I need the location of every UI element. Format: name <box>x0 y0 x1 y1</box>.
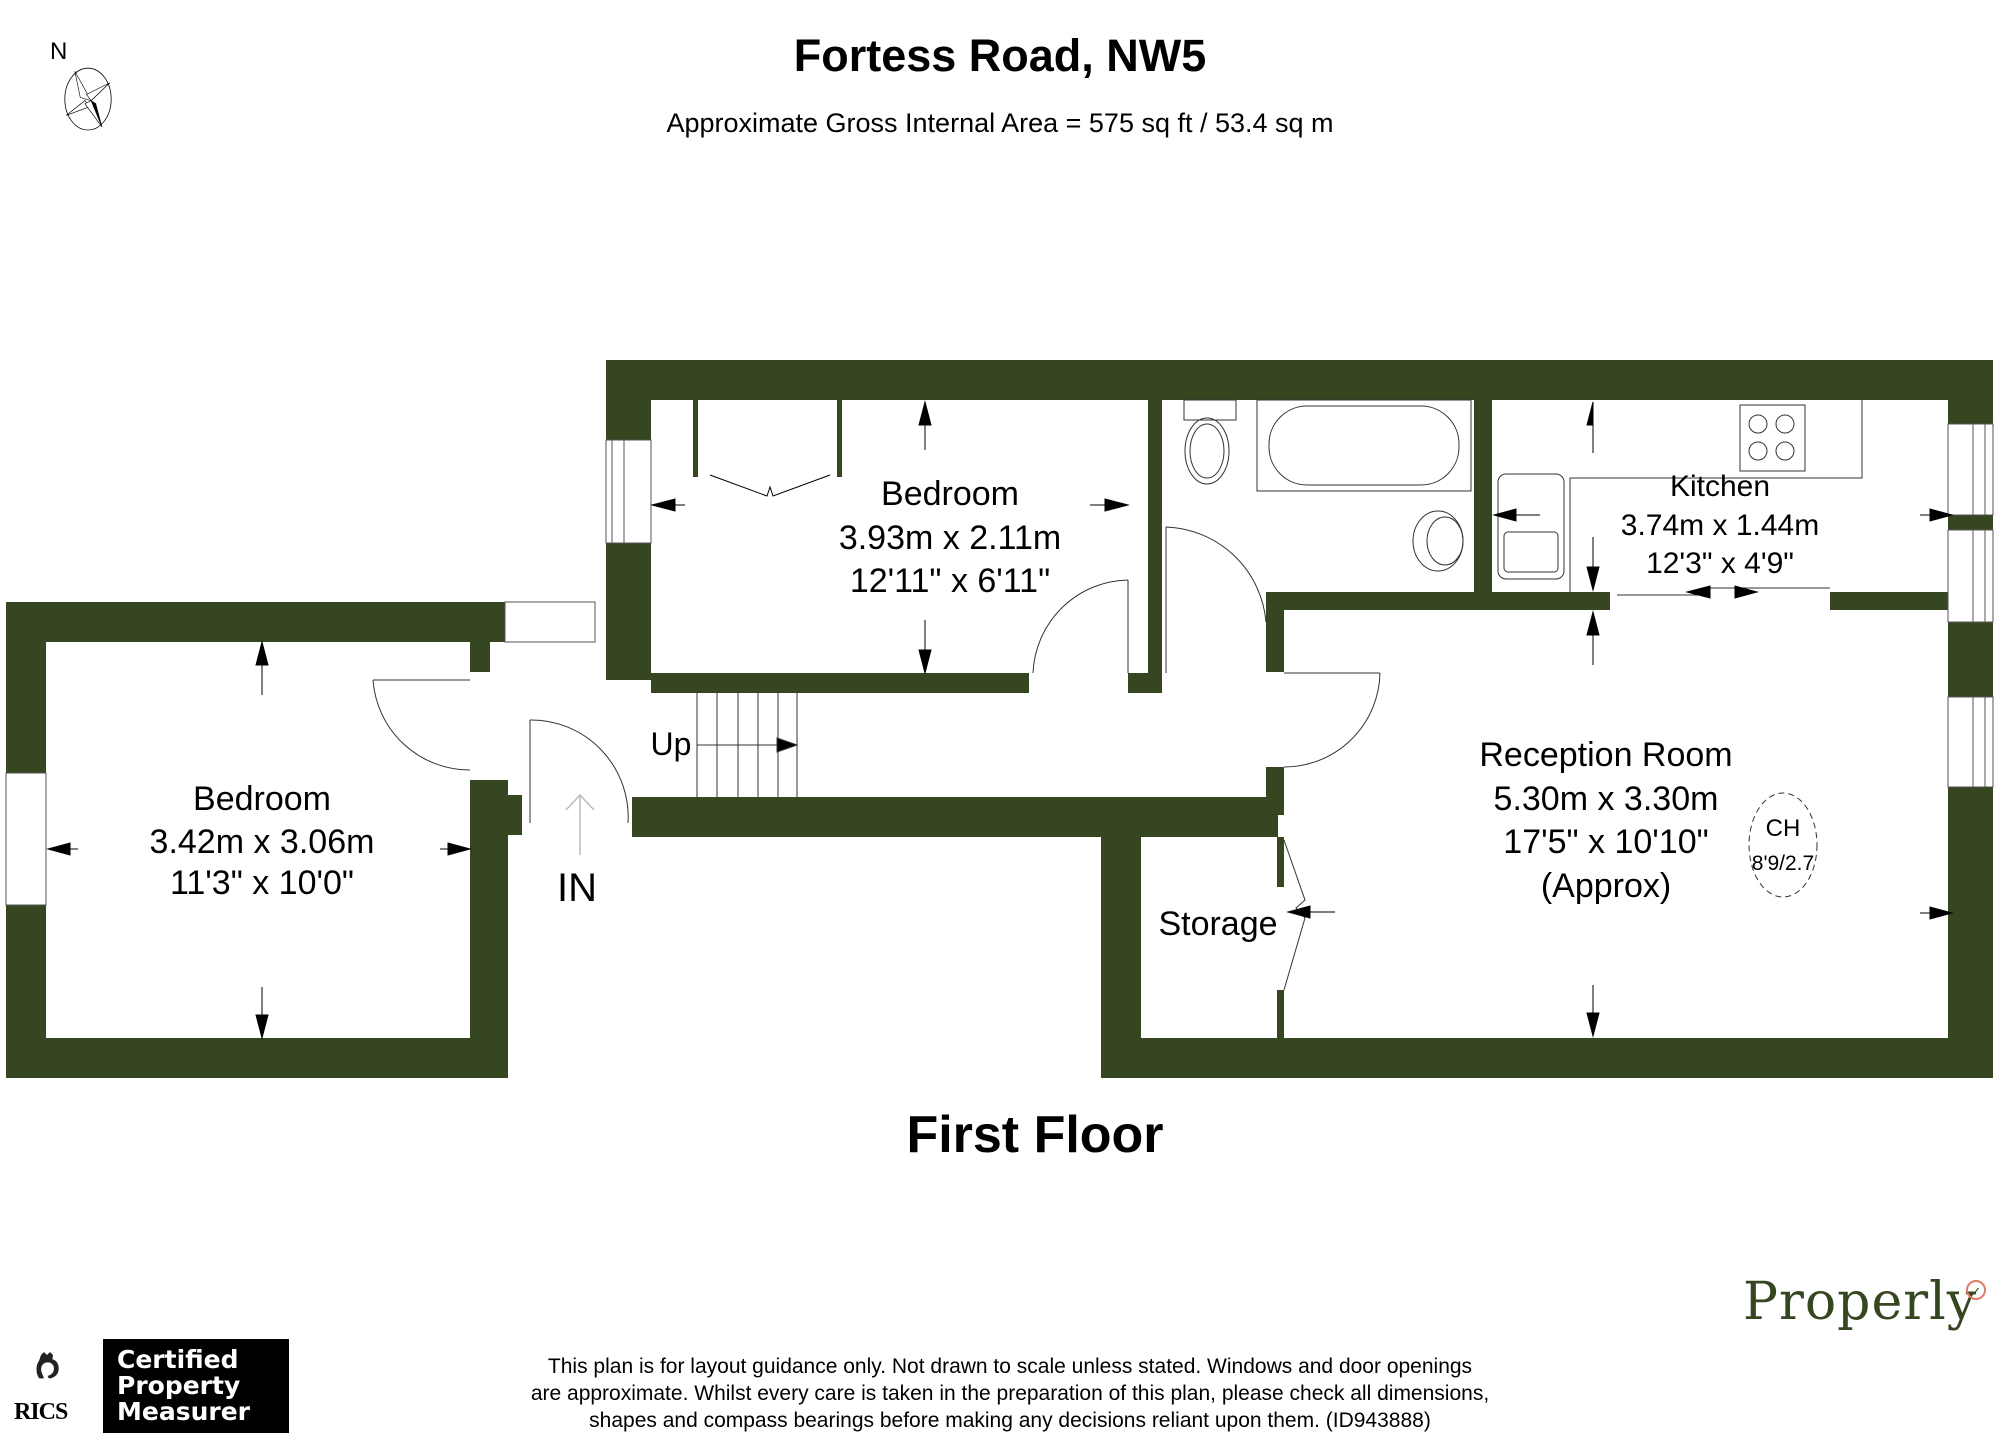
room-imperial-bedroom-2: 12'11" x 6'11" <box>850 562 1050 600</box>
room-name-reception: Reception Room <box>1479 736 1732 774</box>
certified-property-measurer-badge: Certified Property Measurer <box>103 1339 289 1433</box>
compass-rose-icon <box>64 67 112 131</box>
room-name-kitchen: Kitchen <box>1670 470 1770 503</box>
room-metric-bedroom-2: 3.93m x 2.11m <box>839 519 1061 557</box>
walls <box>5 360 1993 1078</box>
room-imperial-reception: 17'5" x 10'10" <box>1503 823 1708 861</box>
compass-north-label: N <box>50 38 68 65</box>
check-circle-icon: ✓ <box>1966 1280 1986 1300</box>
entrance-label: IN <box>557 866 597 910</box>
room-name-storage: Storage <box>1158 905 1277 943</box>
room-name-bedroom-1: Bedroom <box>193 780 331 818</box>
badge-line: Measurer <box>117 1397 250 1426</box>
room-imperial-kitchen: 12'3" x 4'9" <box>1646 547 1794 580</box>
wardrobe <box>693 400 842 497</box>
stairs-up-label: Up <box>651 726 692 762</box>
right-windows <box>1947 423 1994 788</box>
rics-lion-icon <box>36 1352 59 1379</box>
disclaimer-line: This plan is for layout guidance only. N… <box>547 1355 1473 1378</box>
rics-logo-text: RICS <box>14 1399 68 1425</box>
kitchen-fixtures <box>1497 400 1863 592</box>
dimension-arrows <box>46 400 1954 1040</box>
ceiling-height-label: CH <box>1766 815 1801 842</box>
room-note-reception: (Approx) <box>1541 867 1671 905</box>
brand-logo: Properly <box>1743 1272 1978 1332</box>
ceiling-height-marker <box>1748 792 1818 898</box>
disclaimer-line: shapes and compass bearings before makin… <box>589 1409 1431 1432</box>
room-name-bedroom-2: Bedroom <box>881 475 1019 513</box>
badge-line: Certified <box>117 1345 239 1374</box>
bathroom-fixtures <box>1183 399 1472 572</box>
room-metric-reception: 5.30m x 3.30m <box>1494 780 1719 818</box>
gross-internal-area: Approximate Gross Internal Area = 575 sq… <box>666 108 1334 138</box>
room-imperial-bedroom-1: 11'3" x 10'0" <box>170 864 354 902</box>
entrance-arrow-icon <box>565 793 595 855</box>
ceiling-height-value: 8'9/2.7 <box>1752 852 1814 875</box>
window <box>605 439 652 544</box>
doors <box>372 526 1830 991</box>
floor-label: First Floor <box>906 1106 1164 1164</box>
disclaimer: This plan is for layout guidance only. N… <box>420 1353 1600 1434</box>
staircase <box>696 693 799 797</box>
window <box>504 601 596 643</box>
badge-line: Property <box>117 1371 241 1400</box>
room-metric-kitchen: 3.74m x 1.44m <box>1621 509 1819 542</box>
page-title: Fortess Road, NW5 <box>793 30 1207 81</box>
disclaimer-line: are approximate. Whilst every care is ta… <box>530 1382 1490 1405</box>
room-metric-bedroom-1: 3.42m x 3.06m <box>150 823 375 861</box>
